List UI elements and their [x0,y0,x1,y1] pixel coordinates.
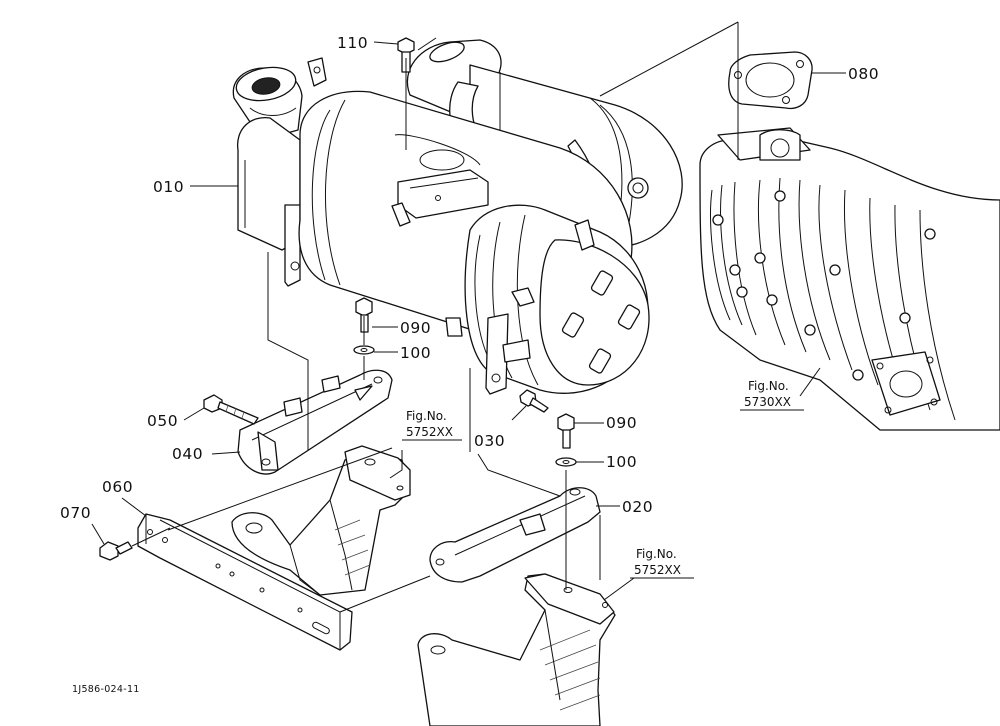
label-020: 020 [622,498,653,516]
figure-ref-5752-right: Fig.No. 5752XX [630,547,694,579]
fig-ref-label: Fig.No. [748,379,789,393]
label-030: 030 [474,432,505,450]
part-labels: 110 080 010 090 100 050 040 030 090 100 … [60,34,879,522]
bracket-040 [237,369,393,475]
label-100-lower: 100 [606,453,637,471]
label-090-lower: 090 [606,414,637,432]
label-050: 050 [147,412,178,430]
label-060: 060 [102,478,133,496]
gasket-part [728,51,813,110]
label-090-upper: 090 [400,319,431,337]
bolt-070 [99,541,133,561]
figure-ref-5730: Fig.No. 5730XX [740,379,804,411]
drawing-code: 1J586-024-11 [72,684,140,695]
bolt-030 [519,389,549,413]
bracket-020 [429,487,601,583]
fig-ref-number: 5752XX [634,563,681,577]
muffler-assembly [232,37,683,395]
label-080: 080 [848,65,879,83]
bolt-090-lower [555,413,577,467]
figure-ref-5752-left: Fig.No. 5752XX [402,409,462,441]
label-070: 070 [60,504,91,522]
engine-manifold-partial [699,127,1000,431]
fig-ref-label: Fig.No. [636,547,677,561]
fig-ref-number: 5730XX [744,395,791,409]
leader-lines [91,21,846,613]
fig-ref-label: Fig.No. [406,409,447,423]
frame-060 [137,513,353,651]
label-110: 110 [337,34,368,52]
bolt-050 [203,394,259,425]
label-100-upper: 100 [400,344,431,362]
support-right [417,573,616,726]
label-010: 010 [153,178,184,196]
bolt-110 [397,37,415,73]
fig-ref-number: 5752XX [406,425,453,439]
label-040: 040 [172,445,203,463]
